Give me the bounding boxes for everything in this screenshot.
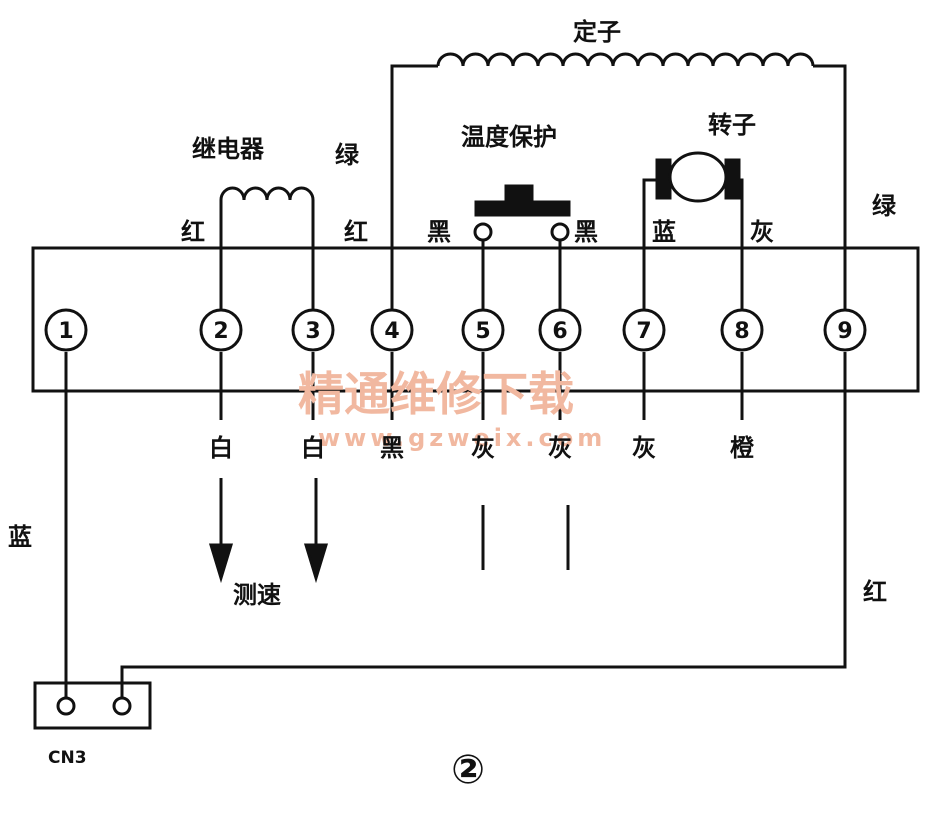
wire-label-red-mid: 红: [344, 218, 368, 246]
terminal-6-number: 6: [552, 319, 567, 344]
terminal-3-circle: [291, 308, 335, 352]
terminal-9-circle: [823, 308, 867, 352]
terminal-1-number: 1: [58, 319, 73, 344]
cn3-connector: [33, 681, 152, 730]
bottom-wire-label: 白: [209, 434, 233, 462]
rotor-motor: [642, 151, 744, 330]
wire-label-blue-left: 蓝: [8, 523, 32, 551]
terminal-7-number: 7: [636, 319, 651, 344]
temp-protect-label: 温度保护: [461, 123, 557, 151]
terminal-3-number: 3: [305, 319, 320, 344]
wire-label-red-right: 红: [863, 578, 887, 606]
cn3-wires: [64, 352, 847, 704]
wire-label-green-right: 绿: [872, 192, 897, 220]
terminal-9-number: 9: [837, 319, 852, 344]
bottom-stubs: [219, 352, 744, 570]
wire-label-black-right: 黑: [574, 218, 598, 246]
terminal-1-circle: [44, 308, 88, 352]
bottom-wire-label: 灰: [632, 434, 656, 462]
terminal-5-circle: [461, 308, 505, 352]
speed-label: 测速: [233, 581, 281, 609]
bottom-wire-label: 灰: [471, 434, 495, 462]
stator-coil: [390, 52, 847, 330]
terminal-7-circle: [622, 308, 666, 352]
relay-coil: [219, 186, 315, 330]
wire-label-green-left: 绿: [335, 141, 360, 169]
relay-label: 继电器: [192, 135, 265, 163]
terminal-5-number: 5: [475, 319, 490, 344]
terminal-block: [31, 246, 920, 393]
bottom-wire-label: 白: [301, 434, 325, 462]
terminal-2-number: 2: [213, 319, 228, 344]
wire-label-black-left: 黑: [427, 218, 451, 246]
wire-label-blue-top: 蓝: [652, 218, 676, 246]
terminal-circles: 1 2 3 4 5 6 7 8 9: [44, 308, 867, 352]
bottom-wire-label: 橙: [730, 434, 755, 462]
wire-label-gray-top: 灰: [750, 218, 774, 246]
bottom-wire-label: 黑: [380, 434, 404, 462]
speed-arrows: [208, 478, 329, 584]
connector-label: CN3: [48, 748, 87, 768]
terminal-8-number: 8: [734, 319, 749, 344]
rotor-label: 转子: [708, 111, 756, 139]
stator-label: 定子: [573, 18, 621, 46]
watermark-url: www.gzweix.com: [318, 424, 606, 452]
thermal-protector: [473, 184, 571, 330]
bottom-wire-label: 灰: [548, 434, 572, 462]
terminal-8-circle: [720, 308, 764, 352]
bottom-wire-labels: 白白黑灰灰灰橙: [209, 434, 755, 462]
terminal-4-circle: [370, 308, 414, 352]
figure-number: ②: [451, 747, 485, 793]
watermark-text: 精通维修下载: [298, 367, 574, 421]
terminal-4-number: 4: [384, 319, 399, 344]
wire-label-red-left: 红: [181, 218, 205, 246]
terminal-2-circle: [199, 308, 243, 352]
terminal-6-circle: [538, 308, 582, 352]
